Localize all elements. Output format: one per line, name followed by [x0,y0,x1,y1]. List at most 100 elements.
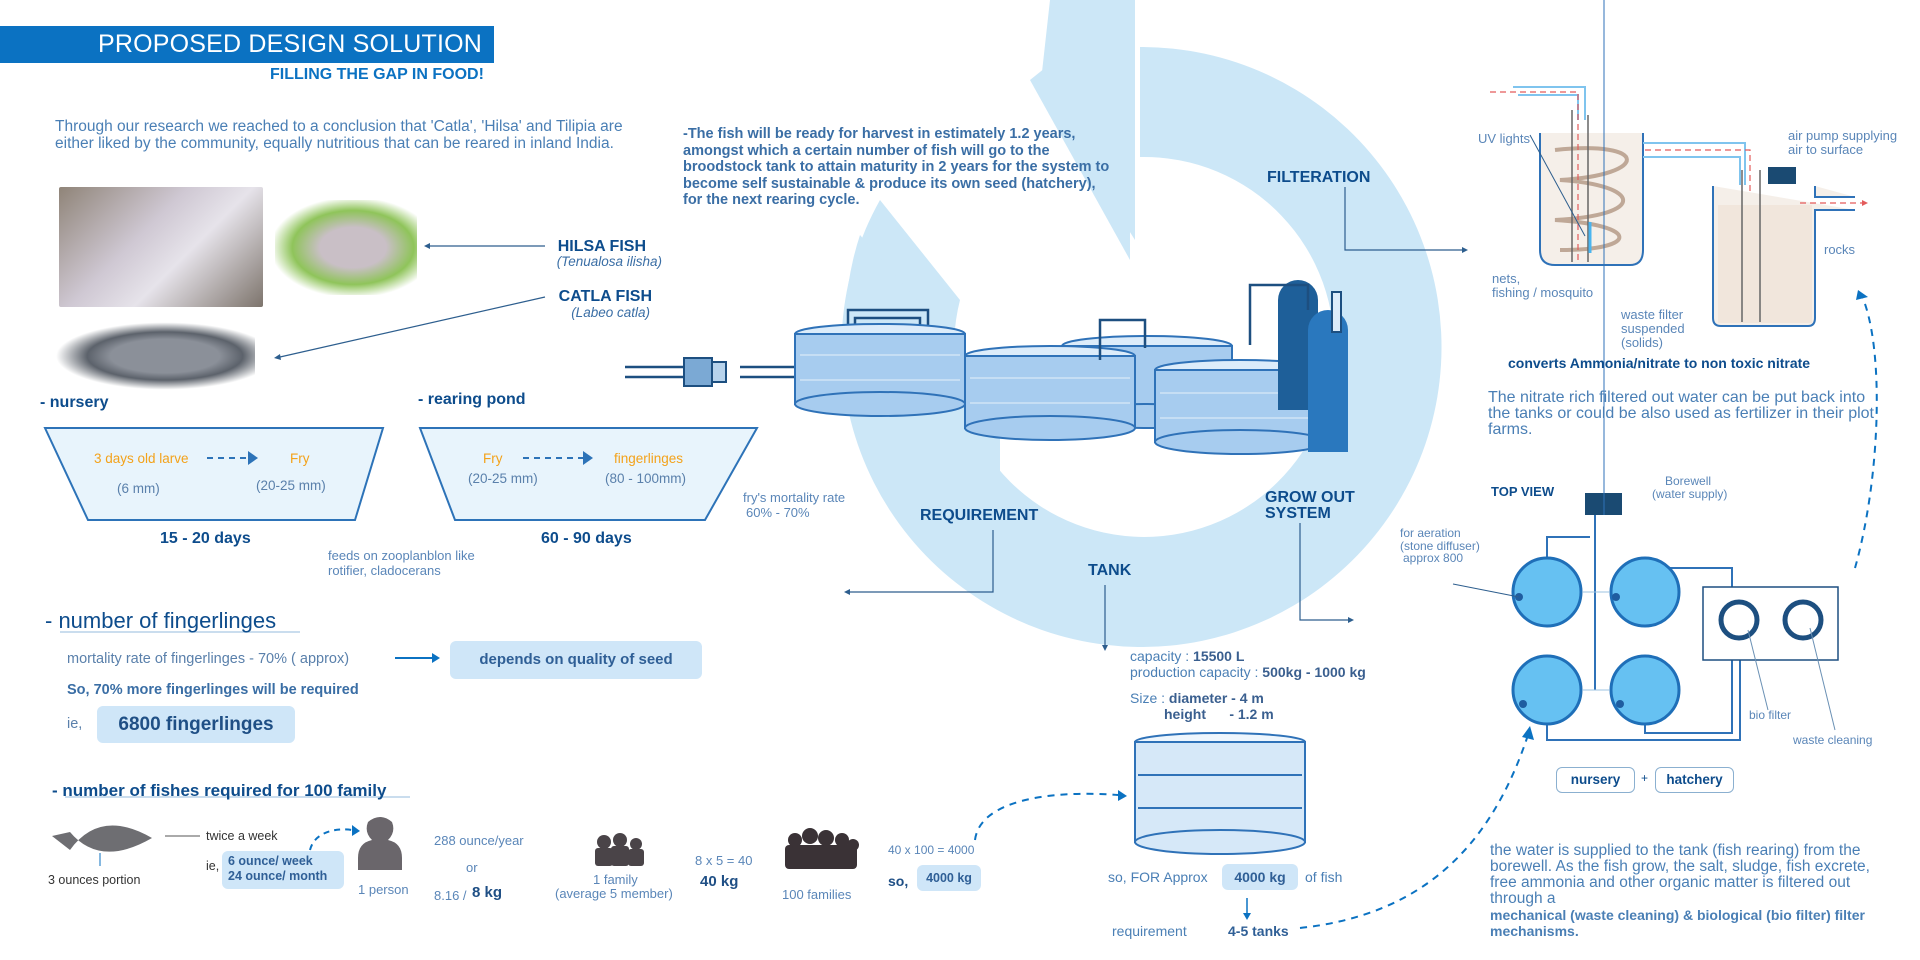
waste-filter-2: suspended [1621,321,1685,336]
nursery-from-size: (6 mm) [117,481,160,496]
family-kg: 40 kg [700,873,739,890]
catla-pointer-head [274,354,281,360]
single-tank [1134,732,1306,855]
rearing-pond-shape [418,427,759,521]
catla-name: CATLA FISH [558,288,652,305]
for-approx-label: so, FOR Approx [1108,869,1208,885]
water-supply-bold: mechanical (waste cleaning) & biological… [1490,907,1865,939]
requirement-connector [850,530,994,593]
production-label: production capacity : [1130,664,1259,680]
ie-label: ie, [67,716,83,732]
fry-mortality-1: fry's mortality rate [743,490,846,505]
bio-filter-label: bio filter [1749,708,1792,722]
outlet-pipe [1248,283,1310,345]
more-required-text: So, 70% more fingerlinges will be requir… [67,682,359,698]
rearing-from-size: (20-25 mm) [468,471,538,486]
family-calc-heading: - number of fishes required for 100 fami… [52,781,387,800]
families-icon [785,828,859,869]
per-month: 24 ounce/ month [228,869,328,883]
rearing-arrow-head [583,451,593,465]
nursery-from-label: 3 days old larve [94,451,189,466]
frequency-label: twice a week [206,829,278,843]
filter-cylinder-front [1308,310,1348,452]
catla-latin: (Labeo catla) [571,305,650,320]
waste-filter-1: waste filter [1621,307,1684,322]
plus-label: + [1641,771,1649,785]
family-sub: (average 5 member) [555,886,673,901]
growout-connector [1299,523,1348,621]
grow-out-label-1: GROW OUT [1265,489,1355,506]
vent-pipe [1331,291,1342,333]
family-icon [595,833,644,866]
pipe-valve-cap [711,361,727,383]
person-icon [358,817,402,870]
tank-group [794,280,1348,455]
total-kg-box: 4000 kg [917,865,981,891]
hilsa-latin: (Tenualosa ilisha) [556,254,662,269]
aeration-label-3: approx 800 [1403,551,1464,565]
catla-pointer [279,296,546,358]
size-line: Size : diameter - 4 m [1130,690,1264,706]
top-view-diagram [1452,0,1839,741]
dash-to-topview-head [1522,726,1534,740]
aeration-label-2: (stone diffuser) [1400,539,1480,553]
uv-lights-label: UV lights [1478,131,1531,146]
cycle-arrow-head-fill [1040,0,1135,240]
portion-label: 3 ounces portion [48,873,141,887]
nursery-pond-shape [43,427,385,521]
tank-label: TANK [1088,562,1132,579]
requirement-text: requirement [1112,923,1187,939]
rearing-from-label: Fry [483,451,503,466]
filteration-connector-head [1462,247,1468,253]
nursery-to-size: (20-25 mm) [256,478,326,493]
intro-paragraph: Through our research we reached to a con… [55,118,623,152]
rearing-duration: 60 - 90 days [541,530,632,547]
air-pump-label-2: air to surface [1788,142,1864,157]
grow-out-label-2: SYSTEM [1265,505,1331,522]
person-label: 1 person [358,882,409,897]
air-pump-label-1: air pump supplying [1788,128,1898,143]
family-ie-label: ie, [206,859,220,873]
feeds-note: feeds on zooplanblon like rotifier, clad… [328,548,475,578]
family-equation: 8 x 5 = 40 [695,853,753,868]
tanks-down-arrow-head [1243,913,1251,920]
kg-prefix: 8.16 / [434,888,467,903]
tanks-needed: 4-5 tanks [1228,923,1289,939]
water-supply-text: the water is supplied to the tank (fish … [1490,842,1890,940]
nursery-button[interactable]: nursery [1556,767,1635,793]
waste-cleaning-label: waste cleaning [1793,733,1873,747]
depends-arrow-head [432,653,440,663]
tank-connector-head [1102,645,1108,651]
hilsa-plate-photo [275,200,417,295]
connector-pipe [1098,318,1147,360]
dash-to-filter [1854,295,1878,569]
requirement-connector-head [844,589,850,595]
filteration-label: FILTERATION [1267,169,1371,186]
fry-mortality-2: 60% - 70% [746,505,810,520]
family-label: 1 family [593,872,638,887]
requirement-label: REQUIREMENT [920,507,1039,524]
nursery-to-label: Fry [290,451,310,466]
nursery-arrow-head [248,451,258,465]
approx-kg-box: 4000 kg [1222,864,1298,890]
total-equation: 40 x 100 = 4000 [888,843,975,857]
water-supply-plain: the water is supplied to the tank (fish … [1490,842,1870,907]
borewell-label-2: (water supply) [1652,487,1728,501]
hilsa-pointer-head [424,243,430,249]
hatchery-button[interactable]: hatchery [1655,767,1734,793]
dash-to-person [309,828,353,851]
families-label: 100 families [782,887,852,902]
top-view-heading: TOP VIEW [1491,484,1555,499]
rearing-to-label: fingerlinges [614,451,684,466]
capacity-line: capacity : 15500 L [1130,648,1244,664]
tuna-silhouette [52,825,152,852]
dash-to-tank [974,792,1119,841]
production-line: production capacity : 500kg - 1000 kg [1130,664,1366,680]
diameter-value: diameter - 4 m [1168,690,1264,706]
dash-to-person-head [352,825,360,836]
person-kg: 8 kg [472,884,503,901]
per-week: 6 ounce/ week [228,854,313,868]
harvest-text: -The fish will be ready for harvest in e… [683,126,1110,208]
page-title: PROPOSED DESIGN SOLUTION [0,26,494,63]
fingerlinges-mortality: mortality rate of fingerlinges - 70% ( a… [67,651,350,667]
